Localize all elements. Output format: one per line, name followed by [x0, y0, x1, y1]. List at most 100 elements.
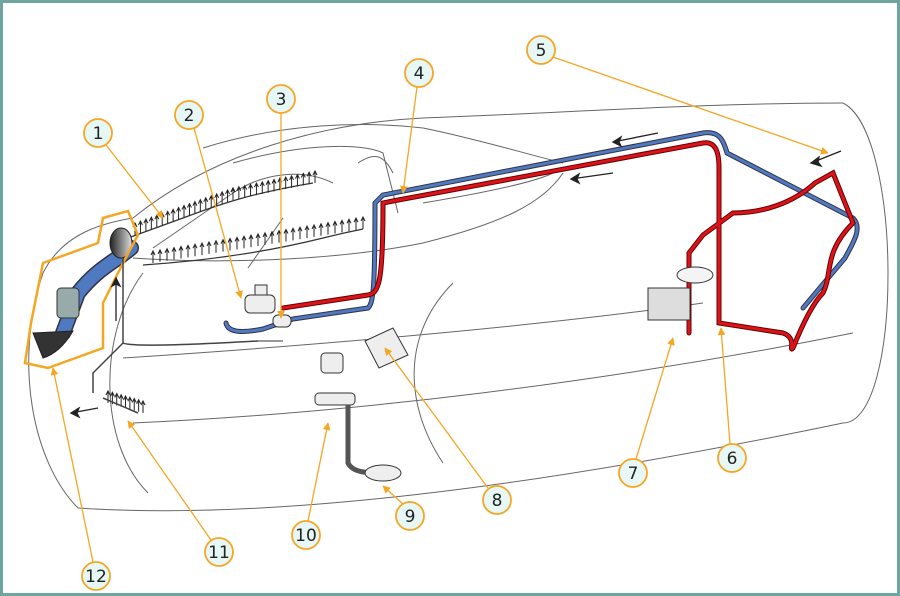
air-intake-duct [23, 209, 140, 370]
jet-arrow [131, 397, 137, 411]
jet-arrow [300, 172, 306, 186]
jet-arrow [225, 188, 231, 202]
callout-label: 4 [414, 64, 425, 84]
jet-arrow [289, 174, 295, 188]
jet-arrow [339, 219, 345, 233]
callout-5: 5 [526, 35, 556, 65]
callout-label: 9 [405, 507, 416, 527]
jet-arrow [176, 206, 182, 220]
jet-arrow [214, 192, 220, 206]
jet-arrow [118, 393, 124, 407]
jet-arrow [140, 399, 146, 413]
callout-label: 10 [295, 526, 317, 546]
jet-arrow [241, 235, 247, 249]
jet-arrow [259, 180, 265, 194]
jet-arrow [136, 398, 142, 412]
jet-arrow [255, 232, 261, 246]
jet-arrow [213, 239, 219, 253]
jet-arrow [306, 171, 312, 185]
jet-arrow [290, 227, 296, 241]
callout-1: 1 [83, 118, 113, 148]
callout-label: 5 [536, 41, 547, 61]
jet-arrow [220, 238, 226, 252]
jet-arrow [150, 249, 156, 263]
jet-arrow [353, 217, 359, 231]
jet-arrow [170, 208, 176, 222]
jet-arrow [171, 246, 177, 260]
jet-arrow [253, 182, 259, 196]
jet-arrow [294, 173, 300, 187]
jet-arrow [178, 245, 184, 259]
jet-arrow [325, 221, 331, 235]
jet-arrow [312, 169, 318, 183]
callout-12: 12 [81, 561, 111, 591]
air-jet-arrows [105, 169, 366, 413]
fuselage-outline [28, 102, 889, 512]
leader-lines [50, 56, 829, 563]
callout-label: 7 [628, 464, 639, 484]
callout-label: 12 [85, 567, 107, 587]
callout-2: 2 [174, 100, 204, 130]
jet-arrow [208, 194, 214, 208]
callout-label: 1 [93, 124, 104, 144]
jet-arrow [199, 241, 205, 256]
jet-arrow [164, 247, 170, 261]
jet-arrow [185, 244, 191, 258]
jet-arrow [203, 196, 209, 210]
callout-label: 6 [727, 449, 738, 469]
jet-arrow [165, 210, 171, 224]
callout-label: 8 [492, 491, 503, 511]
jet-arrow [332, 220, 338, 234]
jet-arrow [143, 217, 149, 232]
heater-unit [647, 266, 714, 321]
callout-8: 8 [482, 485, 512, 515]
callout-6: 6 [717, 443, 747, 473]
jet-arrow [346, 218, 352, 232]
jet-arrow [311, 223, 317, 237]
control-valve [314, 352, 402, 482]
jet-arrow [283, 175, 289, 190]
callout-label: 2 [184, 106, 195, 126]
jet-arrow [137, 219, 143, 234]
callout-11: 11 [204, 537, 234, 567]
jet-arrow [192, 243, 198, 257]
callout-label: 11 [208, 543, 230, 563]
jet-arrow [219, 190, 225, 204]
jet-arrow [236, 185, 242, 199]
jet-arrow [206, 240, 212, 254]
callout-4: 4 [404, 58, 434, 88]
jet-arrow [123, 394, 128, 408]
jet-arrow [186, 202, 192, 216]
jet-arrow [248, 234, 254, 248]
jet-arrow [297, 226, 303, 240]
jet-arrow [105, 389, 111, 403]
jet-arrow [157, 248, 163, 262]
jet-arrow [227, 237, 233, 251]
jet-arrow [148, 216, 154, 230]
jet-arrow [318, 222, 324, 236]
hot-air-pipe [280, 140, 856, 352]
jet-arrow [230, 186, 236, 200]
jet-arrow [154, 214, 160, 228]
callout-label: 3 [276, 90, 287, 110]
callout-3: 3 [266, 84, 296, 114]
jet-arrow [234, 236, 240, 250]
jet-arrow [262, 231, 268, 245]
cabin-duct [92, 258, 259, 414]
jet-arrow [269, 230, 275, 244]
jet-arrow [304, 224, 310, 239]
jet-arrow [276, 229, 282, 243]
jet-arrow [265, 179, 271, 193]
jet-arrow [181, 204, 187, 218]
callout-9: 9 [395, 501, 425, 531]
flow-arrows [69, 132, 842, 419]
control-panel [364, 327, 409, 369]
jet-arrow [127, 396, 133, 410]
jet-arrow [271, 178, 277, 192]
jet-arrow [283, 228, 289, 242]
jet-arrow [192, 200, 198, 214]
heater-valve [244, 284, 292, 342]
